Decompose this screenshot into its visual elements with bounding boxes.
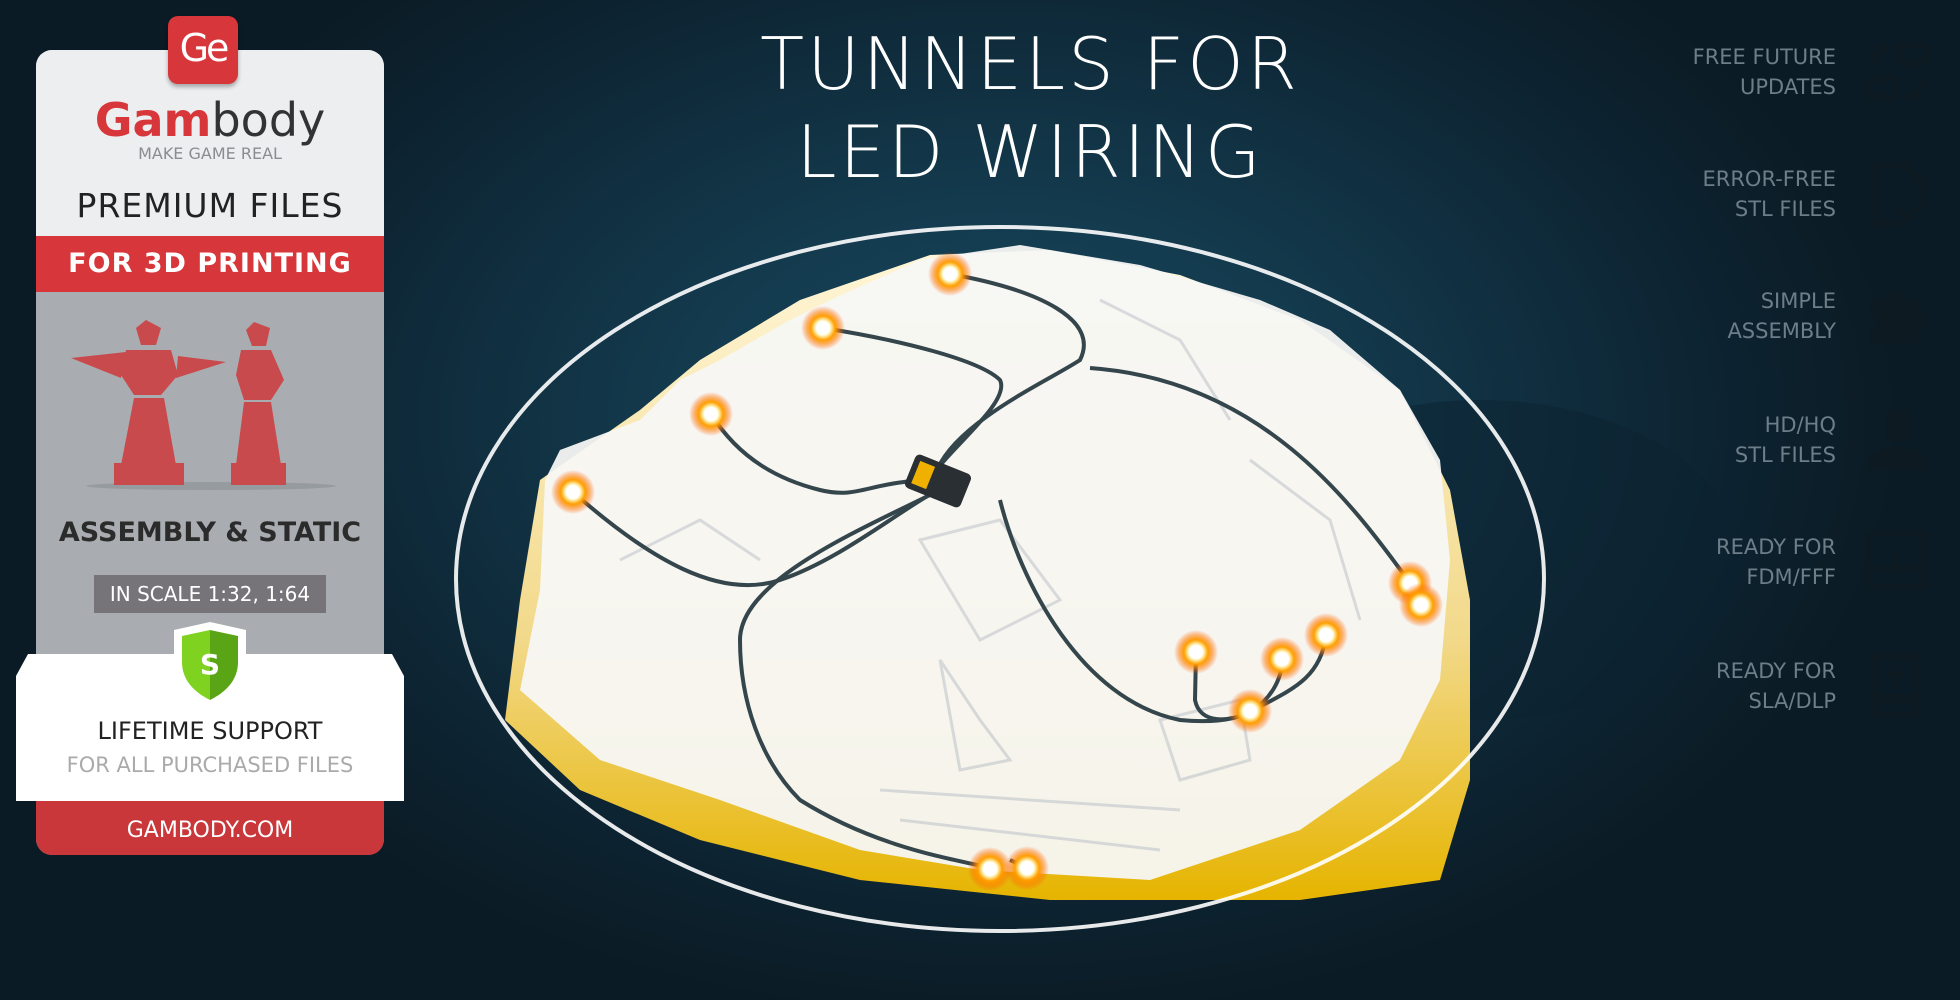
title-line-1: TUNNELS FOR <box>760 22 1300 106</box>
update-icon <box>1865 42 1929 100</box>
feature-error-free: ERROR-FREE STL FILES <box>1510 154 1930 234</box>
battery-icon <box>904 454 972 508</box>
logo-red-part: Gam <box>94 93 212 147</box>
puzzle-icon <box>1870 290 1926 343</box>
led-light <box>928 252 972 296</box>
led-light <box>1260 637 1304 681</box>
feature-line-1: HD/HQ <box>1764 413 1836 437</box>
lifetime-support-sub: FOR ALL PURCHASED FILES <box>66 753 354 777</box>
led-light <box>1399 583 1443 627</box>
file-check-icon <box>1869 162 1927 226</box>
led-light <box>551 470 595 514</box>
feature-line-2: UPDATES <box>1740 75 1836 99</box>
feature-line-1: READY FOR <box>1716 659 1836 683</box>
feature-line-1: ERROR-FREE <box>1702 167 1836 191</box>
led-light <box>1228 689 1272 733</box>
led-light <box>1304 613 1348 657</box>
led-lights <box>551 252 1443 891</box>
premium-files-heading: PREMIUM FILES <box>76 186 344 225</box>
feature-line-1: READY FOR <box>1716 535 1836 559</box>
logo-dark-part: body <box>211 93 326 147</box>
feature-simple-assembly: SIMPLE ASSEMBLY <box>1510 276 1930 356</box>
assembly-static-heading: ASSEMBLY & STATIC <box>58 517 362 548</box>
gambody-logo: Gambody <box>36 96 384 144</box>
helmet-icon <box>1868 411 1926 469</box>
feature-fdm: READY FOR FDM/FFF <box>1510 522 1930 602</box>
led-light <box>968 847 1012 891</box>
feature-line-1: FREE FUTURE <box>1692 45 1836 69</box>
feature-line-2: ASSEMBLY <box>1727 319 1836 343</box>
led-light <box>801 306 845 350</box>
for-3d-printing-band: FOR 3D PRINTING <box>36 236 384 292</box>
scale-label: IN SCALE 1:32, 1:64 <box>94 575 326 613</box>
gambody-site-link[interactable]: GAMBODY.COM <box>36 801 384 855</box>
feature-line-1: SIMPLE <box>1760 289 1836 313</box>
feature-line-2: SLA/DLP <box>1748 689 1837 713</box>
led-light <box>689 392 733 436</box>
highlight-ring <box>454 225 1546 933</box>
gambody-badge: Ge <box>168 16 238 84</box>
feature-hd-hq: HD/HQ STL FILES <box>1510 400 1930 480</box>
tagline: MAKE GAME REAL <box>138 144 282 163</box>
feature-free-updates: FREE FUTURE UPDATES <box>1510 32 1930 112</box>
sla-printer-icon <box>1871 654 1921 718</box>
fdm-printer-icon <box>1866 531 1928 589</box>
led-light <box>1005 846 1049 890</box>
shield-icon: S <box>174 622 246 708</box>
feature-line-2: FDM/FFF <box>1746 565 1836 589</box>
feature-line-2: STL FILES <box>1734 443 1836 467</box>
shield-letter: S <box>200 648 220 681</box>
feature-sla: READY FOR SLA/DLP <box>1510 646 1930 726</box>
lifetime-support: LIFETIME SUPPORT <box>97 717 323 745</box>
title-line-2: LED WIRING <box>796 110 1264 194</box>
figurines-image <box>71 320 336 490</box>
feature-line-2: STL FILES <box>1734 197 1836 221</box>
page-title: TUNNELS FOR LED WIRING <box>680 20 1380 196</box>
led-light <box>1174 630 1218 674</box>
